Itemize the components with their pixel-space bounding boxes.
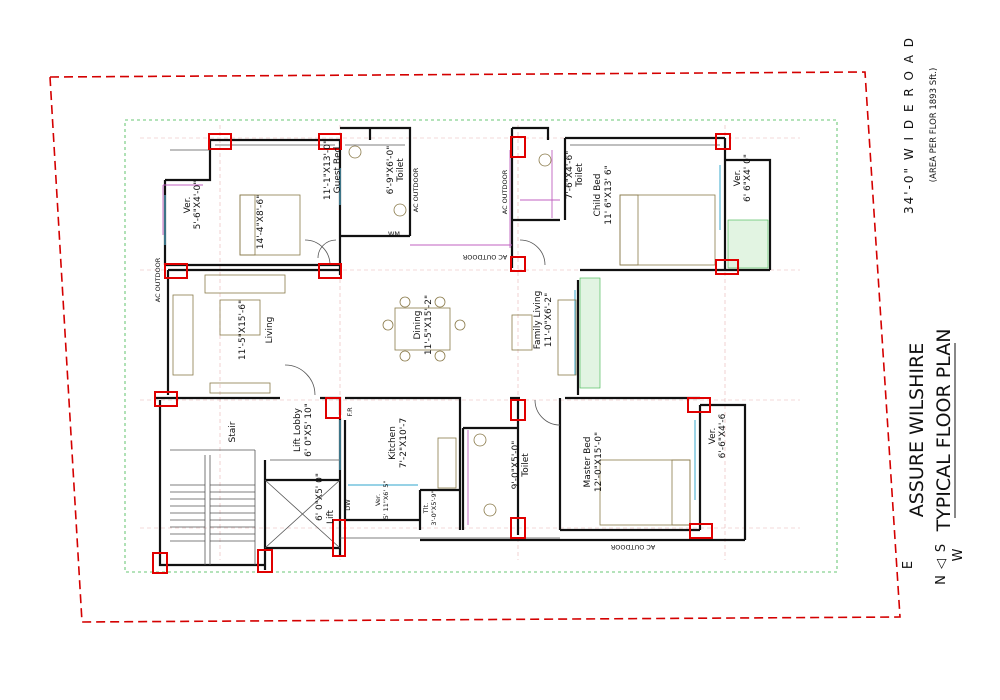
ver-kitchen-name: Ver. — [374, 494, 382, 506]
compass-arrow-icon: ◁ — [934, 559, 949, 569]
guest-bed-size: 11'-1"X13'-0" — [323, 140, 333, 200]
ac-outdoor-labels: AC OUTDOOR AC OUTDOOR AC OUTDOOR AC OUTD… — [154, 167, 655, 551]
stair-name: Stair — [228, 421, 238, 442]
balconies — [579, 219, 769, 389]
child-bed-size: 11' 6"X13' 6" — [604, 165, 614, 224]
dw-name: DW — [344, 499, 352, 511]
child-bed-name: Child Bed — [593, 174, 603, 217]
living-size: 11'-5"X15'-6" — [238, 300, 248, 360]
master-bed-size: 12'-0"X15'-0" — [594, 432, 604, 492]
ac-outdoor-guest-toilet: AC OUTDOOR — [412, 167, 420, 212]
ver-tl-name: Ver. — [183, 197, 193, 214]
thin-lines — [170, 144, 720, 565]
kitchen-name: Kitchen — [388, 426, 398, 460]
toilet-child-size: 7'-6"X4'-6" — [565, 151, 575, 200]
compass-e: E — [901, 561, 916, 569]
guest-bed-name: Guest Bed — [333, 147, 343, 194]
kitchen-size: 7'-2"X10'-7 — [399, 418, 409, 468]
windows — [164, 165, 721, 500]
ver-tr-name: Ver. — [733, 170, 743, 187]
compass-s: S — [934, 544, 949, 552]
toilet-guest-size: 6'-9"X6'-0" — [386, 146, 396, 195]
ver-tr-size: 6' 6"X4' 0" — [743, 154, 753, 202]
furniture — [172, 145, 716, 526]
columns — [152, 133, 739, 574]
compass-w: W — [951, 548, 966, 561]
ac-outdoor-child-toilet: AC OUTDOOR — [501, 169, 509, 214]
setback-line — [124, 119, 838, 573]
ac-outdoor-top-left: AC OUTDOOR — [154, 257, 162, 302]
area-note: (AREA PER FLOR 1893 Sft.) — [929, 68, 939, 183]
ver-br-name: Ver. — [708, 428, 718, 445]
lift-name: Lift — [326, 510, 336, 525]
dining-size: 11'-5"X15'-2" — [424, 295, 434, 355]
toilet-guest-name: Toilet — [396, 158, 406, 183]
ac-outdoor-bottom: AC OUTDOOR — [610, 543, 655, 551]
doors — [284, 239, 561, 426]
compass-n: N — [934, 575, 949, 585]
family-living-name: Family Living — [533, 291, 543, 350]
wm-name: WM — [388, 230, 400, 238]
toilet-small-name: Tlt. — [422, 503, 430, 514]
plot-boundary — [49, 71, 901, 623]
dining-name: Dining — [413, 310, 423, 339]
lift-lobby-size: 6' 0"X5' 10" — [304, 403, 314, 457]
service-lines — [162, 150, 560, 525]
fr-name: F.R — [346, 407, 354, 417]
compass: E N ◁ S W — [901, 544, 966, 585]
toilet-small-size: 3'-0"X5'-9" — [430, 490, 438, 525]
toilet-master-name: Toilet — [521, 453, 531, 478]
project-title: ASSURE WILSHIRE — [906, 343, 928, 517]
toilet-child-name: Toilet — [575, 163, 585, 188]
guest-room-other-size: 14'-4"X8'-6" — [256, 195, 266, 250]
plan-subtitle: TYPICAL FLOOR PLAN — [933, 329, 955, 533]
living-name: Living — [265, 317, 275, 344]
lift-size: 6' 0"X5' 0" — [315, 473, 325, 521]
ver-tl-size: 5'-6"X4'-0" — [193, 181, 203, 230]
lift-lobby-name: Lift Lobby — [293, 407, 303, 452]
room-labels: Ver. 5'-6"X4'-0" 14'-4"X8'-6" 11'-1"X13'… — [183, 140, 753, 526]
ver-kitchen-size: 5' 11"X6' 5" — [382, 481, 390, 520]
family-living-size: 11'-0"X6'-2" — [544, 293, 554, 348]
ac-outdoor-mid: AC OUTDOOR — [462, 253, 507, 261]
road-label: 34'-0" W I D E R O A D — [902, 36, 916, 214]
master-bed-name: Master Bed — [583, 436, 593, 487]
ver-br-size: 6'-6"X4'-6 — [718, 413, 728, 458]
toilet-master-size: 9'-0"X5'-0" — [511, 441, 521, 490]
